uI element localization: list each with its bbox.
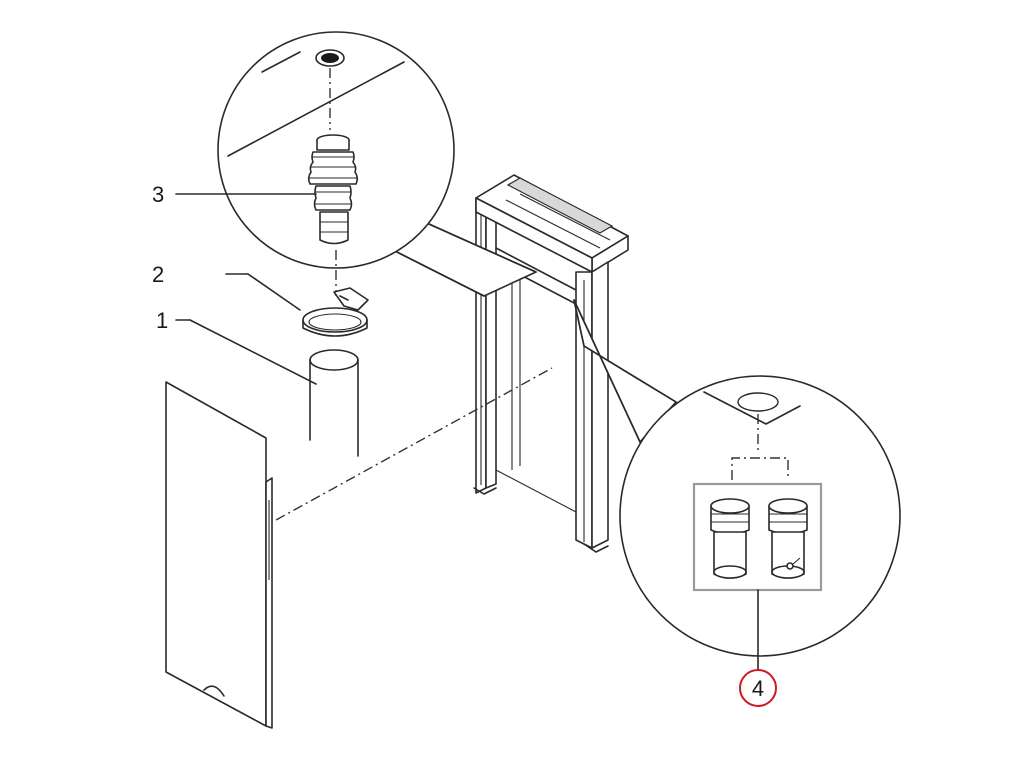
part-2-clamp	[225, 250, 369, 337]
bottom-callout-wedge	[573, 299, 677, 443]
detail-circle-top	[217, 31, 455, 269]
callout-4-highlight-ring	[739, 669, 777, 707]
callout-label-2: 2	[152, 262, 164, 287]
callout-3: 3	[152, 182, 317, 207]
side-panel	[165, 381, 273, 729]
alignment-line	[275, 367, 553, 521]
part-3-grommet	[307, 134, 359, 245]
part-4-bushing-right	[768, 498, 808, 579]
top-callout-wedge	[384, 219, 537, 297]
part-4-bushing-left	[710, 498, 750, 579]
part-1-hose	[175, 319, 359, 457]
callout-4: 4	[739, 669, 777, 707]
callout-label-3: 3	[152, 182, 164, 207]
callout-label-4: 4	[752, 676, 764, 701]
callout-label-1: 1	[156, 308, 168, 333]
detail-circle-bottom	[619, 375, 901, 673]
